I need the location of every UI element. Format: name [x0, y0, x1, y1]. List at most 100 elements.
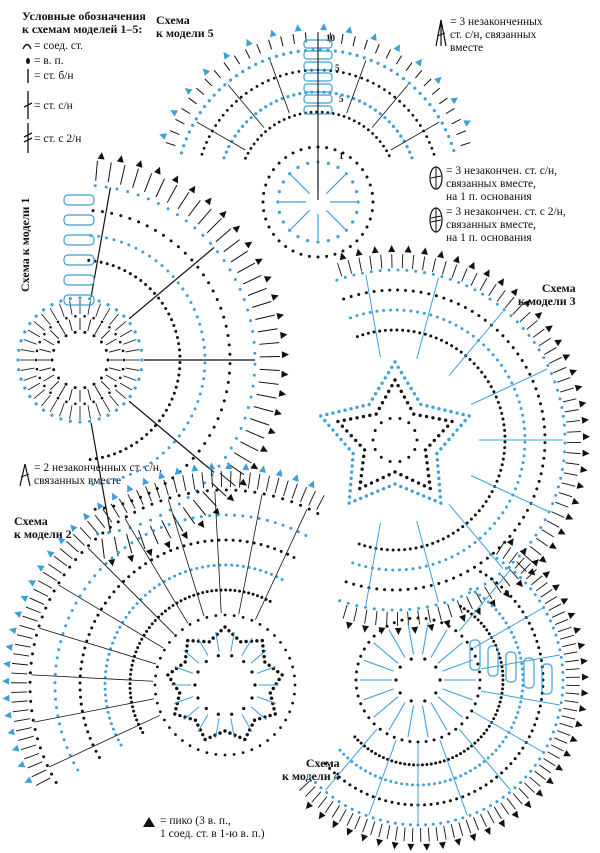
chain-dot	[460, 351, 463, 354]
chain-dot	[240, 427, 243, 430]
chain-dot	[247, 152, 250, 155]
picot-mark	[582, 674, 589, 681]
chain-dot	[19, 378, 22, 381]
picot-mark	[12, 745, 20, 752]
stitch-line	[26, 607, 41, 613]
chain-dot	[178, 503, 181, 506]
chain-dot	[207, 281, 210, 284]
chain-dot	[384, 395, 387, 398]
stitch-line	[375, 44, 379, 53]
chain-dot	[480, 371, 483, 374]
chain-dot	[228, 343, 231, 346]
chain-dot	[159, 499, 162, 502]
chain-dot	[36, 350, 39, 353]
chain-dot	[522, 461, 525, 464]
stitch-line	[366, 523, 381, 606]
chain-dot	[374, 774, 377, 777]
chain-dot	[107, 414, 110, 417]
chain-dot	[176, 547, 179, 550]
stitch-line	[123, 376, 136, 381]
stitch-line	[422, 256, 424, 270]
chain-dot	[145, 433, 148, 436]
stitch-line	[557, 378, 570, 383]
chain-dot	[154, 693, 157, 696]
stitch-line	[462, 269, 467, 282]
chain-dot	[42, 308, 45, 311]
chain-dot	[403, 104, 406, 107]
chain-dot	[259, 623, 262, 626]
stitch-line	[123, 339, 136, 344]
chain-dot	[189, 623, 192, 626]
chain-dot	[488, 495, 491, 498]
chain-dot	[347, 602, 350, 605]
picot-mark	[260, 445, 268, 451]
chain-dot	[518, 522, 521, 525]
chain-dot	[264, 217, 267, 220]
picot-mark	[3, 661, 10, 668]
chain-dot	[561, 686, 564, 689]
chain-dot	[298, 70, 301, 73]
chain-dot	[349, 245, 352, 248]
picot-mark	[575, 385, 583, 392]
chain-dot	[428, 103, 431, 106]
stitch-line	[387, 825, 390, 839]
chain-dot	[495, 557, 498, 560]
chain-dot	[499, 700, 502, 703]
chain-dot	[419, 92, 422, 95]
chain-dot	[217, 713, 220, 716]
chain-dot	[186, 294, 189, 297]
chain-dot	[215, 589, 218, 592]
stitch-line	[347, 60, 366, 113]
chain-dot	[282, 220, 285, 223]
chain-dot	[107, 303, 110, 306]
chain-dot	[327, 162, 330, 165]
chain-dot	[223, 399, 226, 402]
chain-dot	[407, 329, 410, 332]
chain-dot	[220, 408, 223, 411]
stitch-line	[291, 210, 309, 228]
picot-mark	[362, 625, 369, 632]
chain-dot	[223, 729, 226, 732]
chain-dot	[513, 388, 516, 391]
chain-dot	[205, 707, 208, 710]
chain-dot	[266, 628, 269, 631]
stitch-line	[531, 576, 542, 585]
chain-dot	[122, 315, 125, 318]
chain-dot	[521, 610, 524, 613]
chain-dot	[362, 415, 365, 418]
chain-dot	[502, 796, 505, 799]
chain-dot	[177, 245, 180, 248]
chain-dot	[342, 298, 345, 301]
stitch-line	[66, 541, 78, 552]
chain-dot	[473, 742, 476, 745]
chain-dot	[436, 464, 439, 467]
chain-dot	[116, 631, 119, 634]
chain-dot	[503, 429, 506, 432]
chain-dot	[542, 356, 545, 359]
chain-dot	[424, 448, 427, 451]
chain-dot	[35, 359, 38, 362]
stitch-line	[54, 556, 67, 566]
chain-dot	[168, 446, 171, 449]
chain-dot	[168, 496, 171, 499]
chain-dot	[489, 527, 492, 530]
chain-dot	[174, 634, 177, 637]
chain-dot	[288, 657, 291, 660]
chain-dot	[546, 364, 549, 367]
chain-dot	[438, 417, 441, 420]
chain-dot	[415, 119, 418, 122]
chain-dot	[200, 330, 203, 333]
chain-dot	[455, 428, 458, 431]
chain-dot	[430, 147, 433, 150]
chain-dot	[399, 665, 402, 668]
chain-dot	[100, 341, 103, 344]
chain-dot	[459, 424, 462, 427]
chain-dot	[288, 710, 291, 713]
chain-dot	[429, 487, 432, 490]
chain-dot	[409, 407, 412, 410]
chain-dot	[406, 783, 409, 786]
chain-dot	[266, 739, 269, 742]
chain-dot	[107, 531, 110, 534]
chain-dot	[54, 681, 57, 684]
chain-dot	[345, 429, 348, 432]
